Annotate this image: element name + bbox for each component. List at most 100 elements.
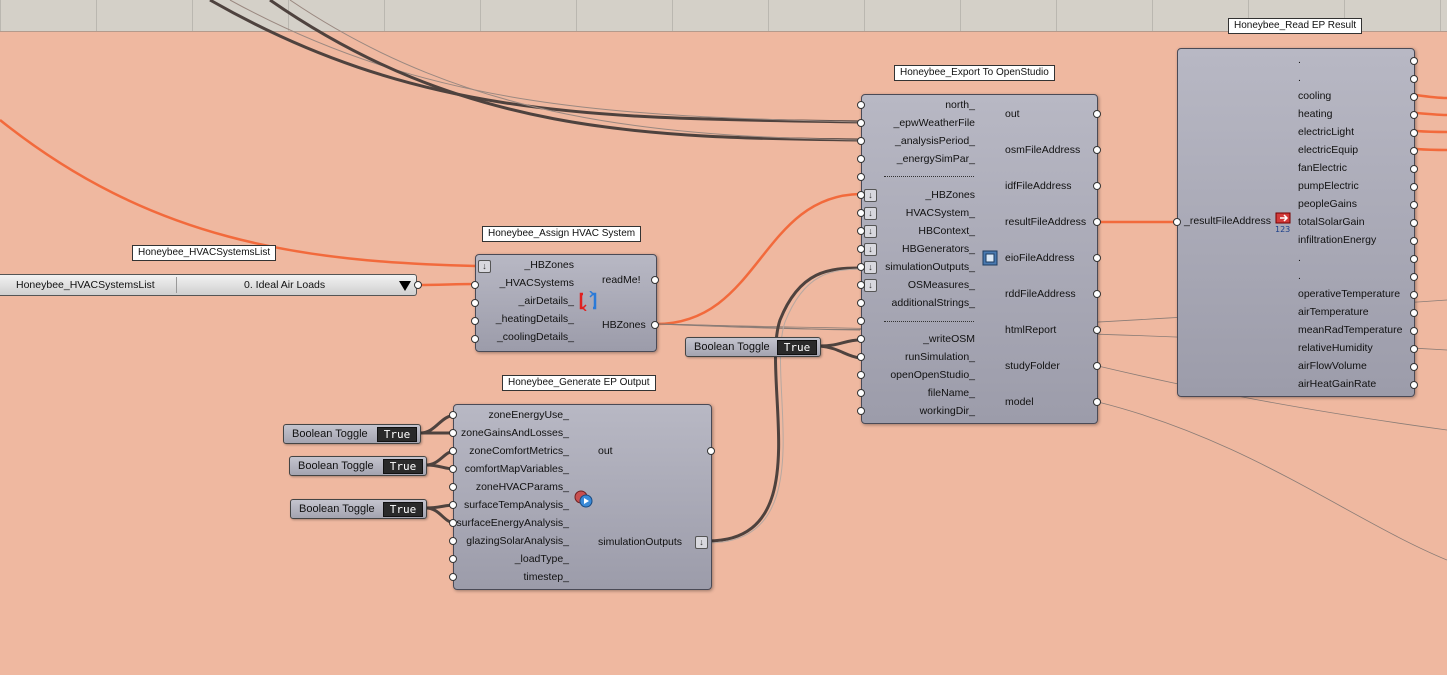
boolean-toggle-1[interactable]: Boolean Toggle True [283, 424, 421, 444]
gen-port-in[interactable] [449, 519, 457, 527]
export-port-in[interactable] [857, 227, 865, 235]
assign-port-in-1[interactable] [471, 281, 479, 289]
read-output-label: airTemperature [1298, 306, 1369, 318]
read-port-out[interactable] [1410, 75, 1418, 83]
export-port-in[interactable] [857, 155, 865, 163]
export-port-in[interactable] [857, 209, 865, 217]
export-port-in[interactable] [857, 263, 865, 271]
gen-port-in[interactable] [449, 447, 457, 455]
boolean-toggle-2[interactable]: Boolean Toggle True [289, 456, 427, 476]
export-port-out[interactable] [1093, 362, 1101, 370]
export-port-in[interactable] [857, 119, 865, 127]
gen-input-glazingsolar: glazingSolarAnalysis_ [466, 535, 569, 547]
gen-port-in[interactable] [449, 555, 457, 563]
read-port-out[interactable] [1410, 165, 1418, 173]
flatten-arrow-icon[interactable]: ↓ [864, 207, 877, 220]
read-port-out[interactable] [1410, 237, 1418, 245]
export-port-in[interactable] [857, 353, 865, 361]
export-port-in[interactable] [857, 407, 865, 415]
read-port-out[interactable] [1410, 363, 1418, 371]
read-port-in[interactable] [1173, 218, 1181, 226]
export-port-out[interactable] [1093, 290, 1101, 298]
toggle-value[interactable]: True [377, 427, 417, 442]
hvac-list-component[interactable]: Honeybee_HVACSystemsList 0. Ideal Air Lo… [0, 274, 417, 296]
flatten-arrow-icon[interactable]: ↓ [864, 279, 877, 292]
boolean-toggle-3[interactable]: Boolean Toggle True [290, 499, 427, 519]
read-port-out[interactable] [1410, 57, 1418, 65]
export-output-result: resultFileAddress [1005, 216, 1087, 228]
wire-thin-5 [1097, 401, 1447, 561]
gen-port-in[interactable] [449, 465, 457, 473]
flatten-arrow-icon[interactable]: ↓ [864, 243, 877, 256]
gen-port-in[interactable] [449, 429, 457, 437]
export-port-in[interactable] [857, 335, 865, 343]
export-port-in[interactable] [857, 299, 865, 307]
read-port-out[interactable] [1410, 309, 1418, 317]
export-port-out[interactable] [1093, 254, 1101, 262]
toggle-value[interactable]: True [383, 502, 423, 517]
toggle-value[interactable]: True [383, 459, 423, 474]
read-port-out[interactable] [1410, 183, 1418, 191]
flatten-arrow-icon[interactable]: ↓ [864, 189, 877, 202]
flatten-arrow-icon[interactable]: ↓ [478, 260, 491, 273]
export-port-in[interactable] [857, 173, 865, 181]
gen-port-in[interactable] [449, 411, 457, 419]
read-port-out[interactable] [1410, 381, 1418, 389]
export-port-in[interactable] [857, 137, 865, 145]
export-port-out[interactable] [1093, 110, 1101, 118]
triangle-down-icon[interactable] [399, 281, 411, 291]
read-port-out[interactable] [1410, 129, 1418, 137]
export-port-out[interactable] [1093, 146, 1101, 154]
assign-port-out-hbzones[interactable] [651, 321, 659, 329]
gen-output-component[interactable]: zoneEnergyUse_ zoneGainsAndLosses_ zoneC… [453, 404, 712, 590]
read-port-out[interactable] [1410, 93, 1418, 101]
flatten-arrow-icon[interactable]: ↓ [864, 225, 877, 238]
flatten-arrow-icon[interactable]: ↓ [864, 261, 877, 274]
export-port-in[interactable] [857, 389, 865, 397]
wire-read-out-3 [1415, 129, 1447, 134]
read-port-out[interactable] [1410, 345, 1418, 353]
gen-port-in[interactable] [449, 501, 457, 509]
boolean-toggle-4[interactable]: Boolean Toggle True [685, 337, 821, 357]
wire-read-out-4 [1415, 147, 1447, 152]
export-port-out[interactable] [1093, 218, 1101, 226]
read-ep-component[interactable]: _resultFileAddress 123 [1177, 48, 1415, 397]
read-port-out[interactable] [1410, 273, 1418, 281]
export-output-idf: idfFileAddress [1005, 180, 1072, 192]
export-port-out[interactable] [1093, 182, 1101, 190]
assign-hvac-component[interactable]: ↓ _HBZones _HVACSystems _airDetails_ _he… [475, 254, 657, 352]
export-port-out[interactable] [1093, 326, 1101, 334]
graft-arrow-icon[interactable]: ↓ [695, 536, 708, 549]
assign-port-in-4[interactable] [471, 335, 479, 343]
gen-port-in[interactable] [449, 537, 457, 545]
export-port-in[interactable] [857, 371, 865, 379]
export-port-in[interactable] [857, 245, 865, 253]
read-port-out[interactable] [1410, 201, 1418, 209]
hvac-list-out-port[interactable] [414, 281, 422, 289]
toggle-value[interactable]: True [777, 340, 817, 355]
read-port-out[interactable] [1410, 255, 1418, 263]
gen-port-out-out[interactable] [707, 447, 715, 455]
assign-port-out-readme[interactable] [651, 276, 659, 284]
export-input-hvacsystem: HVACSystem_ [905, 207, 975, 219]
export-os-component[interactable]: north_ _epwWeatherFile _analysisPeriod_ … [861, 94, 1098, 424]
export-port-out[interactable] [1093, 398, 1101, 406]
export-port-in[interactable] [857, 281, 865, 289]
read-port-out[interactable] [1410, 111, 1418, 119]
read-output-label: infiltrationEnergy [1298, 234, 1377, 246]
gen-port-in[interactable] [449, 573, 457, 581]
export-port-in[interactable] [857, 317, 865, 325]
assign-port-in-2[interactable] [471, 299, 479, 307]
export-port-in[interactable] [857, 101, 865, 109]
read-port-out[interactable] [1410, 147, 1418, 155]
gen-port-in[interactable] [449, 483, 457, 491]
read-port-out[interactable] [1410, 291, 1418, 299]
assign-port-in-3[interactable] [471, 317, 479, 325]
read-port-out[interactable] [1410, 327, 1418, 335]
openstudio-icon [982, 250, 998, 266]
read-port-out[interactable] [1410, 219, 1418, 227]
export-port-in[interactable] [857, 191, 865, 199]
hvac-list-selected[interactable]: 0. Ideal Air Loads [244, 279, 326, 291]
toggle-label: Boolean Toggle [694, 341, 770, 353]
wire-epw-2 [229, 0, 861, 123]
